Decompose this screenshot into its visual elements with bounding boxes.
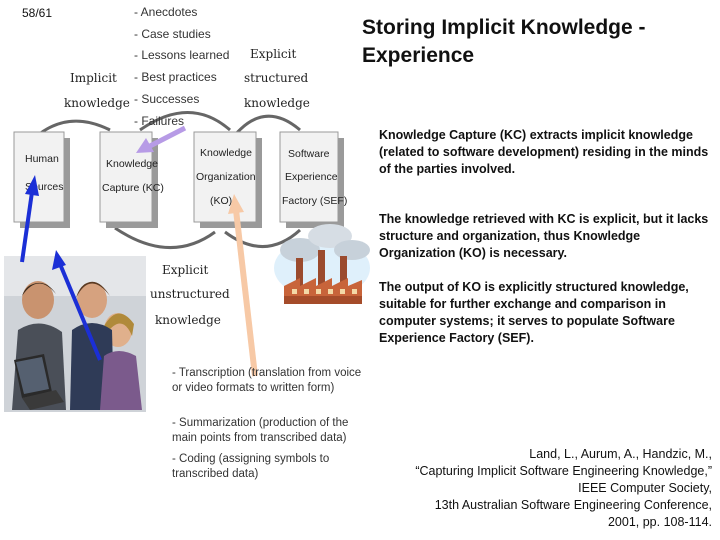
svg-text:Knowledge: Knowledge [200, 147, 252, 159]
svg-text:knowledge: knowledge [244, 96, 310, 110]
slide-title: Storing Implicit Knowledge - Experience [362, 16, 646, 67]
list-item: - Case studies [134, 26, 211, 41]
paragraph-knowledge-organization: The knowledge retrieved with KC is expli… [379, 212, 709, 260]
svg-text:Organization: Organization [196, 171, 256, 183]
svg-text:Implicit: Implicit [70, 71, 117, 85]
svg-text:Factory (SEF): Factory (SEF) [282, 195, 347, 207]
sub-bullet-transcription: - Transcription (translation from voice … [172, 367, 362, 394]
paragraph-sef: The output of KO is explicitly structure… [379, 280, 689, 345]
blue-arrow-photo [52, 250, 102, 361]
svg-text:structured: structured [244, 71, 309, 85]
citation-publisher: IEEE Computer Society, [578, 481, 712, 495]
svg-text:Capture (KC): Capture (KC) [102, 182, 164, 194]
svg-text:Knowledge: Knowledge [106, 158, 158, 170]
label-explicit-structured: Explicit structured knowledge [244, 47, 310, 110]
peach-arrow-organization [228, 194, 258, 377]
citation: Land, L., Aurum, A., Handzic, M., “Captu… [372, 446, 712, 531]
svg-text:knowledge: knowledge [155, 313, 221, 327]
factory-icon [274, 224, 370, 304]
box-knowledge-organization: Knowledge Organization (KO) [193, 131, 262, 228]
paragraph-knowledge-capture: Knowledge Capture (KC) extracts implicit… [379, 128, 709, 176]
team-photo [4, 256, 146, 412]
list-item: - Failures [134, 113, 185, 128]
svg-text:Experience: Experience [285, 171, 338, 183]
list-item: - Lessons learned [134, 48, 230, 63]
citation-pages: 2001, pp. 108-114. [607, 515, 712, 529]
blue-arrow-human-sources [20, 175, 39, 263]
label-explicit-unstructured: Explicit unstructured knowledge [150, 263, 230, 327]
svg-text:Explicit: Explicit [250, 47, 296, 61]
svg-text:knowledge: knowledge [64, 96, 130, 110]
citation-title: “Capturing Implicit Software Engineering… [415, 464, 712, 478]
sub-bullet-summarization: - Summarization (production of the main … [172, 417, 349, 444]
sub-bullet-coding: - Coding (assigning symbols to transcrib… [172, 453, 330, 480]
svg-text:unstructured: unstructured [150, 287, 230, 301]
citation-authors: Land, L., Aurum, A., Handzic, M., [529, 447, 712, 461]
cycle-arrows [37, 111, 302, 250]
svg-text:Human: Human [25, 153, 59, 165]
box-human-sources: Human Sources [13, 131, 70, 228]
purple-arrow-capture [136, 125, 187, 153]
label-implicit-knowledge: Implicit knowledge [64, 71, 130, 110]
svg-text:(KO): (KO) [210, 195, 232, 207]
svg-text:Explicit: Explicit [162, 263, 208, 277]
svg-text:Software: Software [288, 148, 330, 160]
box-software-experience-factory: Software Experience Factory (SEF) [279, 131, 347, 228]
list-item: - Successes [134, 91, 200, 106]
experience-types-list: - Anecdotes - Case studies - Lessons lea… [134, 2, 229, 132]
slide-number: 58/61 [22, 6, 53, 20]
list-item: - Anecdotes [134, 5, 198, 19]
list-item: - Best practices [134, 70, 217, 85]
citation-conference: 13th Australian Software Engineering Con… [434, 498, 712, 512]
